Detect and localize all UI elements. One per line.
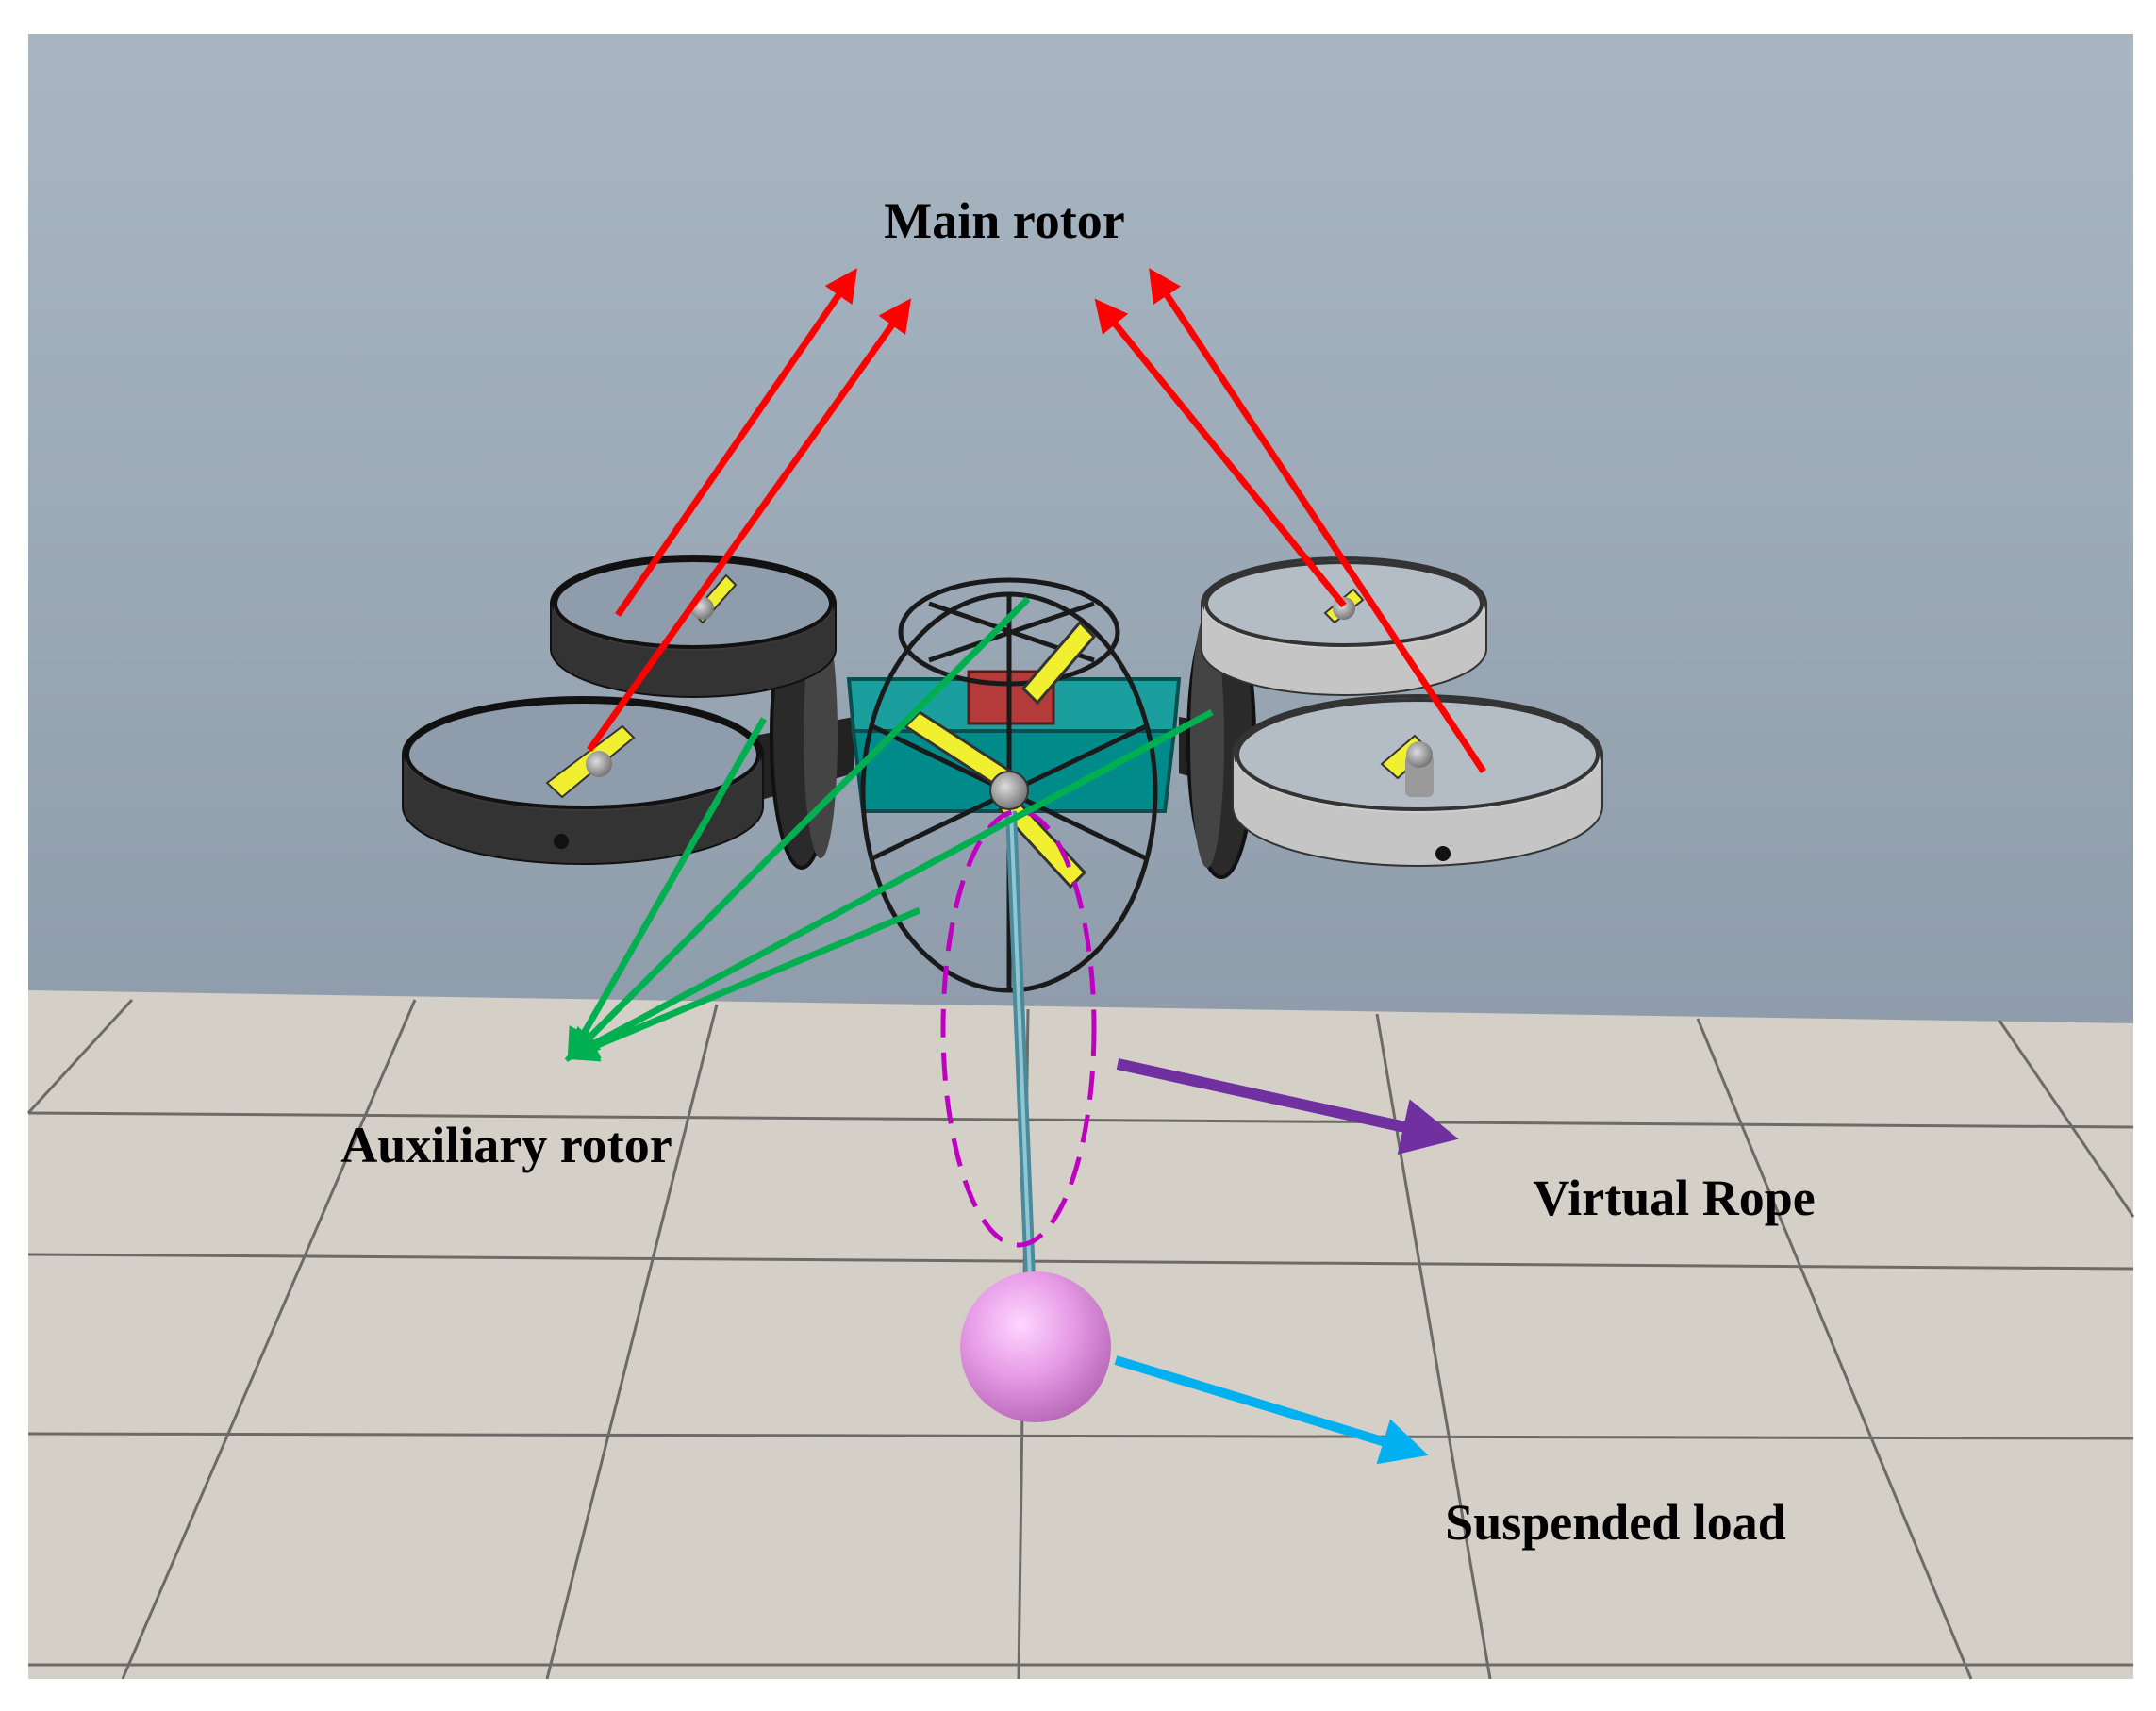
suspended-load-label: Suspended load: [1445, 1494, 1786, 1551]
suspended-load-ball: [960, 1271, 1111, 1422]
auxiliary-rotor-label: Auxiliary rotor: [340, 1117, 672, 1173]
main-rotor-arrows: [587, 268, 1486, 773]
rotorcraft: [402, 555, 1603, 1422]
main-rotor-label: Main rotor: [884, 192, 1124, 249]
auxiliary-rotor-arrow-4: [564, 906, 921, 1062]
main-rotor-right-back: [1201, 556, 1487, 696]
main-rotor-left-front: [402, 696, 764, 865]
main-rotor-arrow-1: [615, 268, 857, 617]
main-rotor-arrow-4: [1149, 268, 1486, 773]
sky-background: [28, 34, 2133, 1024]
main-rotor-arrow-2: [587, 298, 912, 753]
auxiliary-rotor-arrow-3: [564, 708, 1214, 1060]
auxiliary-rotor-arrow-2: [566, 596, 1031, 1061]
virtual-rope-arrow: [1116, 1058, 1459, 1155]
central-propeller: [903, 620, 1097, 889]
main-rotor-right-front: [1232, 694, 1603, 867]
suspended-load-arrow: [1114, 1355, 1429, 1465]
virtual-rope-ellipse: [940, 808, 1097, 1248]
rope: [1005, 810, 1036, 1279]
main-rotor-left-back: [550, 555, 837, 698]
main-rotor-arrow-3: [1094, 298, 1347, 608]
virtual-rope-label: Virtual Rope: [1533, 1170, 1815, 1226]
auxiliary-rotor-arrow-1: [567, 717, 768, 1063]
auxiliary-rotor-arrows: [564, 596, 1214, 1063]
scene: [26, 34, 2135, 1680]
